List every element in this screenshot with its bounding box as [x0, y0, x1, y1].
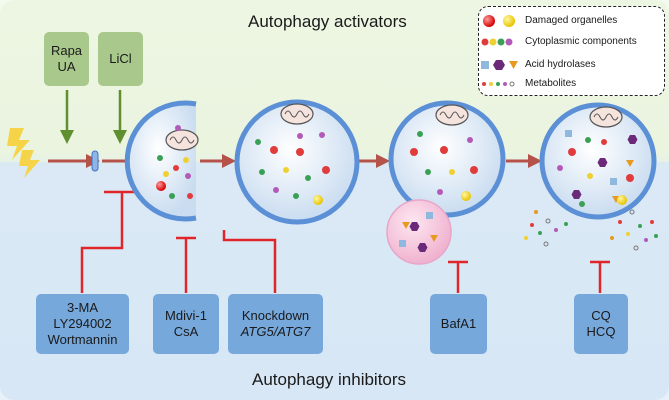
inhibitor-label: Wortmannin	[47, 332, 118, 347]
damaged-organelles-icon	[483, 15, 515, 27]
phagophore-nucleus	[91, 150, 99, 172]
inhibitor-box-bafa1: BafA1	[430, 294, 487, 354]
inhibitor-box-pi3k: 3-MA LY294002 Wortmannin	[36, 294, 129, 354]
activator-label: LiCl	[109, 51, 132, 66]
cytoplasmic-components-icon	[481, 38, 513, 46]
autophagosome	[234, 99, 360, 225]
inhibitor-box-knockdown: Knockdown ATG5/ATG7	[228, 294, 323, 354]
inhibitor-label: Mdivi-1	[165, 308, 207, 323]
activators-title: Autophagy activators	[248, 12, 407, 31]
inhibitor-box-mdivi: Mdivi-1 CsA	[153, 294, 219, 354]
inhibitor-label: Knockdown	[241, 308, 310, 323]
inhibitor-label: BafA1	[440, 316, 477, 331]
legend-label: Cytoplasmic components	[525, 36, 637, 47]
inhibitor-label: LY294002	[53, 316, 112, 331]
activator-box-rapa-ua: Rapa UA	[44, 32, 89, 86]
inhibitor-label: CQ	[591, 308, 611, 323]
metabolites-icon	[482, 81, 515, 87]
inhibitor-label: 3-MA	[66, 300, 99, 315]
legend-label: Damaged organelles	[525, 15, 618, 26]
legend: Damaged organelles Cytoplasmic component…	[478, 6, 665, 96]
legend-label: Metabolites	[525, 78, 577, 89]
inhibitor-label: ATG5/ATG7	[240, 324, 311, 339]
released-metabolites	[524, 209, 658, 251]
lysosome	[386, 199, 452, 265]
inhibitor-label: HCQ	[586, 324, 616, 339]
autophagosome-lysosome	[386, 100, 506, 265]
activator-label: UA	[57, 59, 76, 74]
acid-hydrolases-icon	[481, 60, 518, 70]
inhibitors-title: Autophagy inhibitors	[252, 370, 407, 389]
legend-icons	[481, 15, 518, 87]
phagophore	[124, 100, 199, 222]
inhibition-lines	[80, 190, 610, 293]
autolysosome	[539, 102, 657, 220]
inhibitor-label: CsA	[173, 324, 199, 339]
activator-box-licl: LiCl	[98, 32, 143, 86]
stress-lightning-icon	[7, 128, 40, 178]
legend-label: Acid hydrolases	[525, 59, 596, 70]
activator-label: Rapa	[50, 43, 83, 58]
inhibitor-box-cq-hcq: CQ HCQ	[574, 294, 628, 354]
